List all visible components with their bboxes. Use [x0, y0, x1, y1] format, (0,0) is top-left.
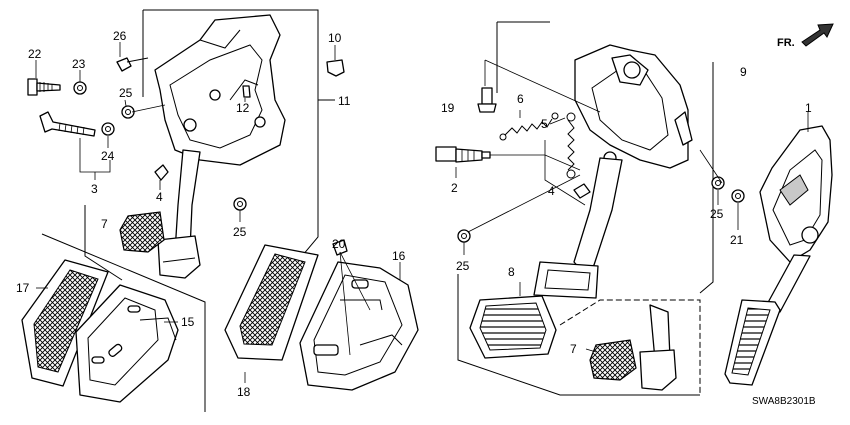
- callout-26: 26: [113, 29, 127, 43]
- spring-5: [566, 112, 576, 179]
- diagram-code: SWA8B2301B: [752, 396, 816, 407]
- callout-23: 23: [72, 57, 86, 71]
- nut-25-right-lower: [457, 229, 471, 243]
- pedal-pad-8: [469, 295, 557, 359]
- front-direction-indicator: FR.: [777, 23, 834, 49]
- accelerator-pedal-1: [759, 125, 833, 313]
- bolt-19: [477, 87, 497, 113]
- callout-22: 22: [28, 47, 42, 61]
- return-spring-6: [499, 112, 559, 141]
- brake-pedal-arm-left: [157, 149, 201, 279]
- front-label: FR.: [777, 37, 795, 49]
- stop-switch-2: [435, 146, 491, 163]
- leader-lines-pads: [36, 287, 178, 323]
- left-assembly-frame: [84, 9, 335, 281]
- pedal-pad-17: [21, 259, 109, 387]
- callout-24: 24: [101, 149, 115, 163]
- pedal-pad-7-left: [119, 211, 165, 253]
- clip-20: [332, 239, 348, 256]
- callout-20: 20: [332, 237, 346, 251]
- callout-4-left: 4: [156, 190, 163, 204]
- callout-21: 21: [730, 233, 744, 247]
- leader-lines-pads-right: [244, 251, 401, 383]
- nut-25-left-upper: [121, 105, 135, 119]
- switch-24-shaft: [39, 111, 96, 137]
- callout-10: 10: [328, 31, 342, 45]
- nut-25-left-lower: [233, 197, 247, 211]
- brake-pedal-arm-9: [573, 157, 623, 273]
- callout-11: 11: [338, 94, 351, 108]
- callout-12: 12: [236, 101, 250, 115]
- pedal-pad-8-mount: [533, 261, 599, 299]
- ms-pedal-pad-7-right: [589, 339, 637, 381]
- callout-3: 3: [91, 182, 98, 196]
- clip-10: [326, 59, 345, 77]
- pedal-bracket-left: [154, 14, 286, 166]
- callout-25-left-lower: 25: [233, 225, 247, 239]
- pedal-pad-18: [224, 244, 319, 361]
- leader-lines-left: [35, 42, 336, 222]
- leader-lines-right: [455, 59, 809, 353]
- nut-12: [242, 85, 251, 98]
- nut-21: [731, 189, 745, 203]
- callout-7-right: 7: [570, 342, 577, 356]
- nut-25-right-upper: [711, 176, 725, 190]
- callout-6: 6: [517, 92, 524, 106]
- callout-5: 5: [541, 117, 548, 131]
- accelerator-pad: [724, 299, 781, 386]
- right-assembly-frame: [457, 21, 714, 396]
- callout-4-right: 4: [548, 184, 555, 198]
- clip-4-right: [573, 183, 591, 199]
- callout-9: 9: [740, 65, 747, 79]
- pedal-pad-16: [299, 261, 419, 391]
- ms-pedal-arm-right: [639, 304, 677, 391]
- callout-25-right-lower: 25: [456, 259, 470, 273]
- bolt-26: [116, 57, 149, 72]
- front-arrow-icon: [801, 23, 834, 47]
- callout-16: 16: [392, 249, 406, 263]
- callout-2: 2: [451, 181, 458, 195]
- clip-4-left: [154, 164, 169, 181]
- callout-25-left-upper: 25: [119, 86, 133, 100]
- callout-1: 1: [805, 101, 812, 115]
- bolt-22: [27, 78, 61, 96]
- callout-18: 18: [237, 385, 251, 399]
- callout-7-left: 7: [101, 217, 108, 231]
- pedal-bracket-9: [574, 44, 693, 169]
- nut-24: [101, 122, 115, 136]
- pad-group-divider: [41, 233, 206, 412]
- callout-15: 15: [181, 315, 195, 329]
- callout-8: 8: [508, 265, 515, 279]
- pedal-pad-15: [75, 284, 179, 403]
- callout-19: 19: [441, 101, 455, 115]
- nut-23: [73, 81, 87, 95]
- callout-17: 17: [16, 281, 30, 295]
- callout-25-right-upper: 25: [710, 207, 724, 221]
